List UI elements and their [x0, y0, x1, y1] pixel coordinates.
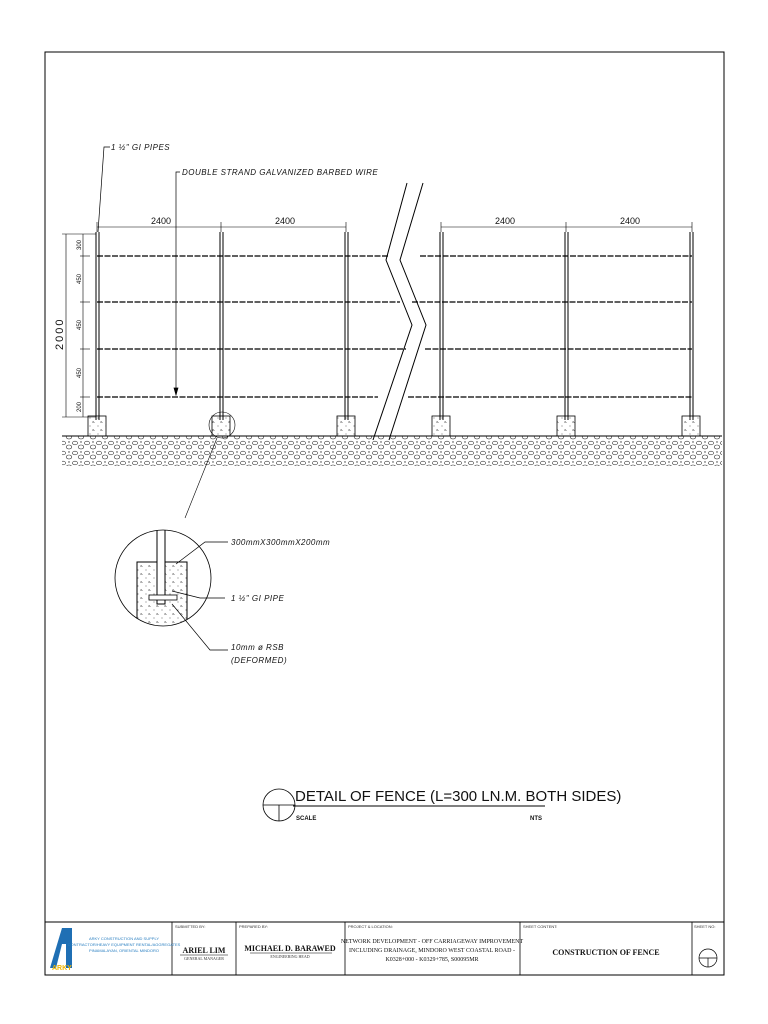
- gi-pipe-label: 1 ½" GI PIPE: [231, 594, 284, 603]
- seg-dim-mid3: 450: [77, 367, 83, 378]
- project-line-3: K0328+000 - K0329+785, S00095MR: [385, 957, 478, 963]
- span-dimensions: [96, 222, 693, 232]
- content-header: SHEET CONTENT:: [523, 924, 557, 929]
- company-address: PINAMALAYAN, ORIENTAL MINDORO: [89, 948, 159, 953]
- seg-dim-bot: 200: [77, 401, 83, 412]
- barbed-wire-label: DOUBLE STRAND GALVANIZED BARBED WIRE: [182, 168, 378, 177]
- seg-dim-mid2: 450: [77, 319, 83, 330]
- drawing-title: DETAIL OF FENCE (L=300 LN.M. BOTH SIDES)…: [262, 788, 621, 822]
- company-name: ARKY CONSTRUCTION AND SUPPLY: [89, 936, 159, 941]
- detail-circle: [114, 529, 212, 627]
- scale-label: SCALE: [296, 816, 316, 822]
- prepared-role: ENGINEERING HEAD: [270, 954, 309, 959]
- detail-callout-circle: [208, 411, 236, 439]
- gi-pipes-label: 1 ½" GI PIPES: [111, 143, 170, 152]
- sheet-no-header: SHEET NO:: [694, 924, 716, 929]
- footing-size-label: 300mmX300mmX200mm: [231, 538, 330, 547]
- submitted-header: SUBMITTED BY:: [175, 924, 205, 929]
- fence-elevation: 2400 2400 2400 2400 2000 300 450 450 450…: [54, 143, 722, 519]
- submitted-name: ARIEL LIM: [183, 946, 226, 955]
- fence-posts: [95, 232, 694, 420]
- submitted-role: GENERAL MANAGER: [184, 956, 224, 961]
- span-dim-2: 2400: [275, 216, 295, 226]
- prepared-header: PREPARED BY:: [239, 924, 268, 929]
- rsb-type-label: (DEFORMED): [231, 656, 287, 665]
- height-dim: 2000: [54, 318, 66, 350]
- seg-dim-top: 300: [77, 239, 83, 250]
- leader-lines: [97, 146, 180, 397]
- prepared-name: MICHAEL D. BARAWED: [244, 944, 336, 953]
- scale-value: NTS: [530, 816, 542, 822]
- height-dimensions: [62, 233, 96, 418]
- span-dim-1: 2400: [151, 216, 171, 226]
- company-logo: ARKY: [50, 928, 72, 972]
- post-footings: [87, 415, 701, 437]
- barbed-wires: [97, 255, 692, 398]
- project-line-1: NETWORK DEVELOPMENT - OFF CARRIAGEWAY IM…: [341, 939, 524, 945]
- project-line-2: INCLUDING DRAINAGE, MINDORO WEST COASTAL…: [349, 948, 515, 954]
- detail-callout-leader: [184, 437, 218, 519]
- logo-text: ARKY: [52, 965, 72, 972]
- seg-dim-mid1: 450: [77, 273, 83, 284]
- span-dim-4: 2400: [620, 216, 640, 226]
- ground-gravel: [62, 436, 722, 466]
- title-main: DETAIL OF FENCE (L=300 LN.M. BOTH SIDES): [295, 788, 621, 805]
- detail-leaders: [171, 541, 228, 651]
- project-header: PROJECT & LOCATION:: [348, 924, 393, 929]
- rsb-label: 10mm ø RSB: [231, 643, 284, 652]
- title-block: ARKY ARKY CONSTRUCTION AND SUPPLY CONTRA…: [44, 921, 725, 976]
- span-dim-3: 2400: [495, 216, 515, 226]
- sheet-content: CONSTRUCTION OF FENCE: [552, 948, 659, 957]
- sheet-border: [44, 51, 725, 976]
- break-symbol: [372, 182, 427, 441]
- footing-detail: 300mmX300mmX200mm 1 ½" GI PIPE 10mm ø RS…: [114, 529, 330, 665]
- company-business: CONTRACTOR/HEAVY EQUIPMENT RENTAL/AGGREG…: [68, 942, 181, 947]
